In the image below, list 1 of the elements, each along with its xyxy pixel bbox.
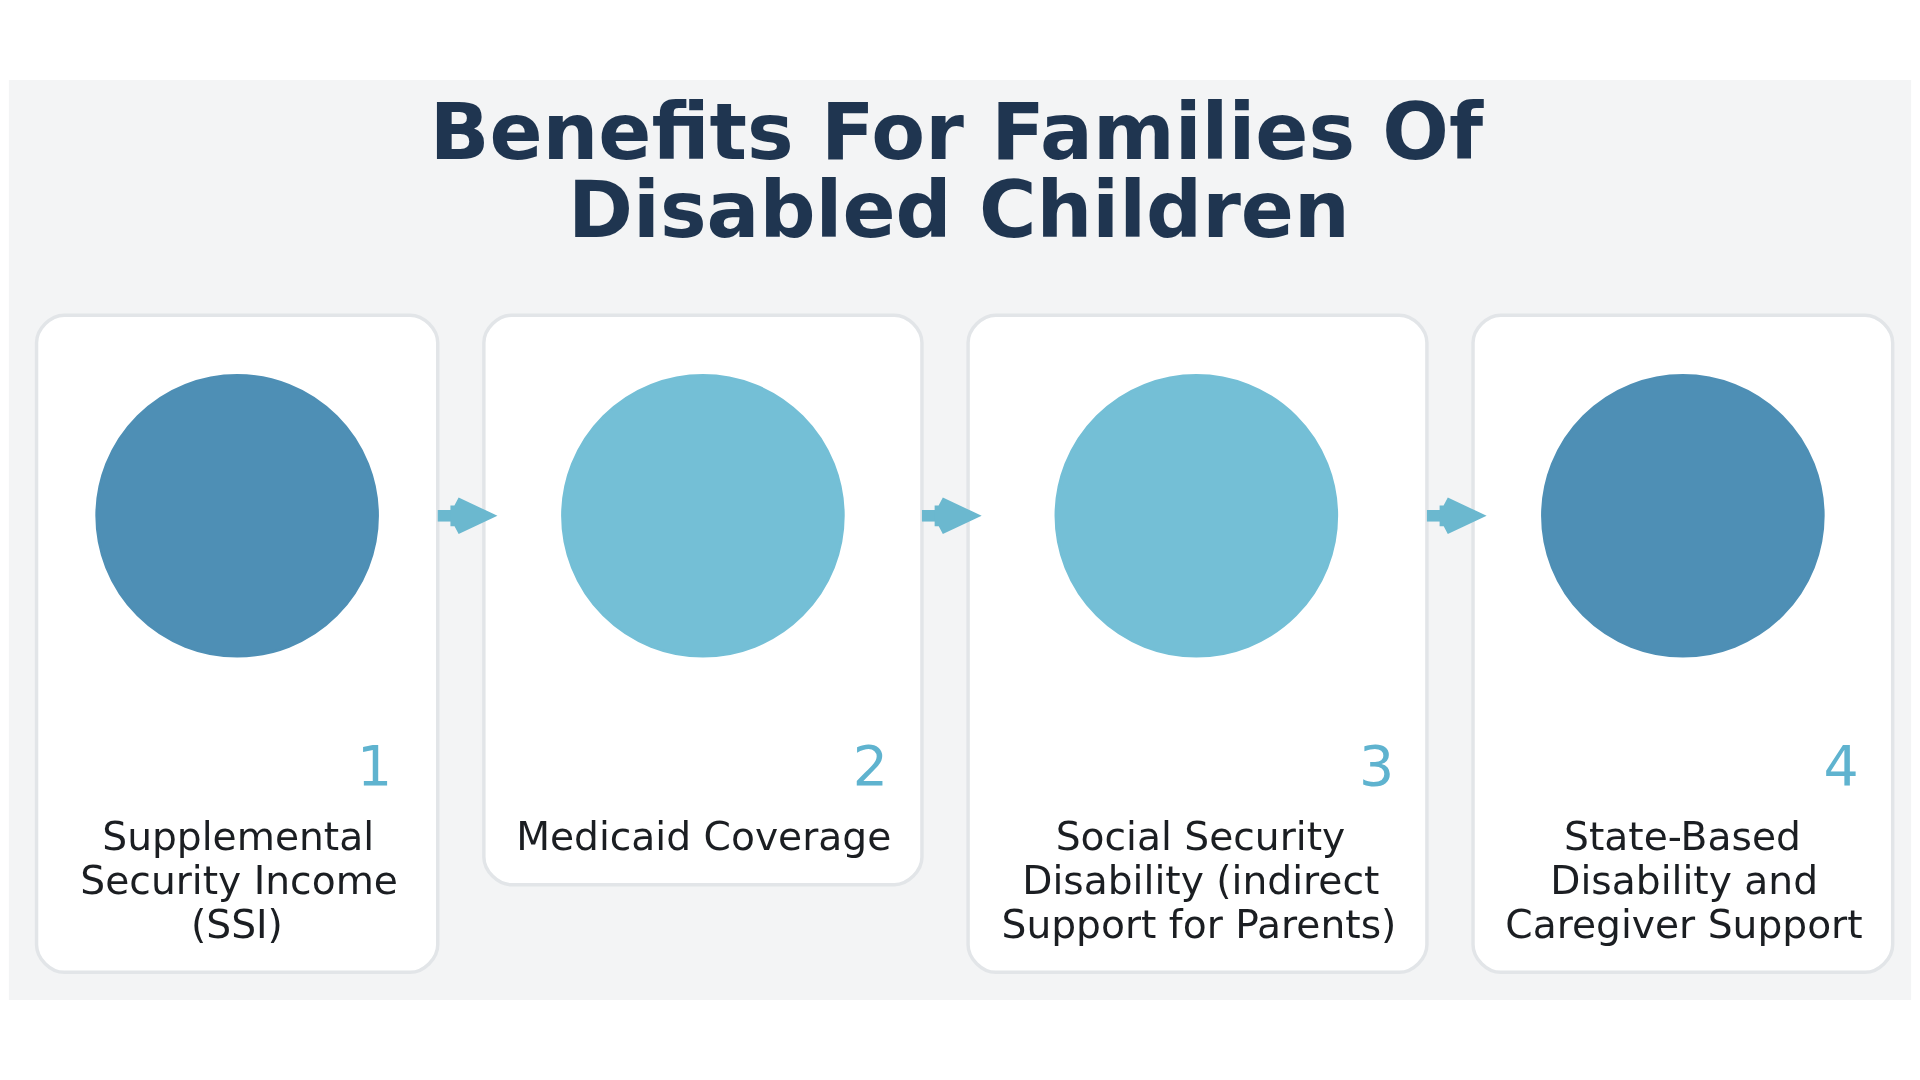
diagram-title: Benefits For Families Of Disabled Children xyxy=(429,85,1484,256)
